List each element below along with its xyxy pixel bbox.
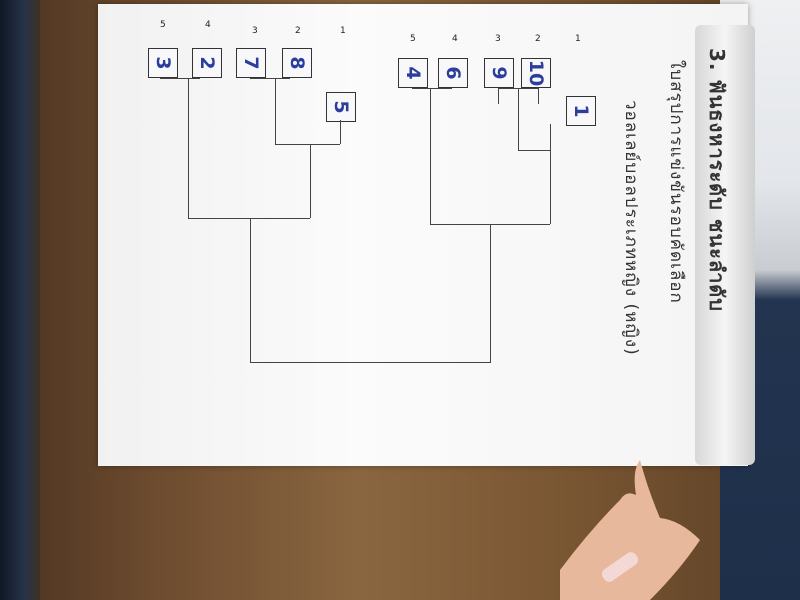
team-box: 2 — [192, 48, 222, 78]
bracket-line — [310, 144, 311, 218]
seed-number: 2 — [295, 26, 301, 36]
bracket-line — [188, 78, 189, 218]
seed-number: 1 — [340, 26, 346, 36]
team-box: 3 — [148, 48, 178, 78]
seed-number: 2 — [535, 34, 541, 44]
team-box: 9 — [484, 58, 514, 88]
bracket-line — [188, 218, 310, 219]
seed-number: 1 — [575, 34, 581, 44]
background-dark-edge — [0, 0, 40, 600]
seed-number: 4 — [452, 34, 458, 44]
team-box: 10 — [521, 58, 551, 88]
team-box: 6 — [438, 58, 468, 88]
bracket-line — [250, 218, 251, 362]
poster-subtitle: ใบสรุปการแข่งขันรอบคัดเลือก — [666, 60, 686, 304]
team-box: 4 — [398, 58, 428, 88]
bracket-line — [518, 150, 551, 151]
team-box: 8 — [282, 48, 312, 78]
bracket-final-line — [250, 362, 491, 363]
paper-roll — [695, 25, 755, 465]
bracket-line — [275, 78, 276, 144]
bracket-line — [430, 88, 431, 224]
team-box: 1 — [566, 96, 596, 126]
bracket-line — [275, 144, 340, 145]
bracket-line — [490, 224, 491, 362]
bracket-line — [412, 88, 452, 89]
bracket-line — [518, 88, 519, 150]
team-box: 5 — [326, 92, 356, 122]
bracket-line — [340, 120, 341, 144]
bracket-line — [160, 78, 200, 79]
bracket-line — [498, 88, 538, 89]
poster-title: 3. ฟันธงหาระดับ ชนะลำดับ — [705, 48, 729, 312]
seed-number: 5 — [160, 20, 166, 30]
poster-category: วอลเลย์บอลประเภทหญิง (หญิง) — [621, 100, 641, 356]
seed-number: 4 — [205, 20, 211, 30]
seed-number: 3 — [495, 34, 501, 44]
bracket-line — [550, 124, 551, 224]
bracket-line — [250, 78, 290, 79]
team-box: 7 — [236, 48, 266, 78]
seed-number: 5 — [410, 34, 416, 44]
bracket-line — [538, 88, 539, 104]
hand-photo — [560, 460, 700, 600]
bracket-line — [498, 88, 499, 104]
seed-number: 3 — [252, 26, 258, 36]
